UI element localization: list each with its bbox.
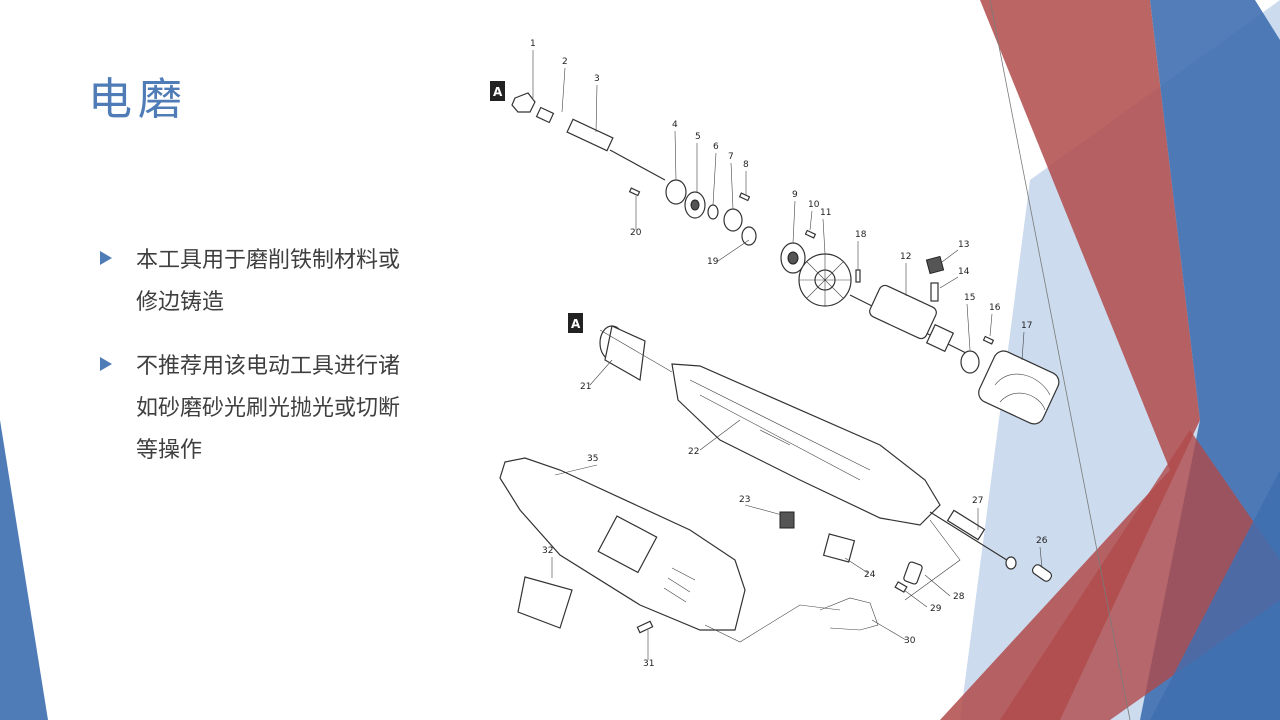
collet-part: [535, 106, 555, 124]
triangle-bullet-icon: [100, 357, 112, 371]
part-number: 3: [594, 74, 600, 84]
right-lower-blue-band: [1150, 470, 1280, 720]
bearing-part: [684, 191, 706, 219]
part-number-labels: 1 2 3 4 5 6 7 8 9 10 11 12 13 14 15 16 1…: [530, 39, 1048, 669]
part-number: 30: [904, 636, 916, 646]
armature-part: [849, 284, 971, 356]
part-number: 14: [958, 267, 970, 277]
slide-title: 电磨: [88, 74, 188, 125]
part-number: 17: [1021, 321, 1032, 331]
part-number: 11: [820, 208, 831, 218]
bracket-part: [903, 561, 923, 585]
part-number: 2: [562, 57, 568, 67]
part-number: 6: [713, 142, 719, 152]
part-number: 35: [587, 454, 598, 464]
bearing-part: [960, 350, 980, 374]
part-number: 20: [630, 228, 642, 238]
spindle-part: [566, 118, 666, 181]
part-number: 28: [953, 592, 965, 602]
spring-part: [930, 282, 939, 302]
sleeve-part: [1031, 564, 1053, 582]
field-part: [978, 350, 1060, 425]
label-plate-part: [517, 576, 573, 629]
section-marker-box: [490, 81, 505, 101]
bearing-part: [723, 208, 743, 232]
part-number: 12: [900, 252, 911, 262]
screw-part: [636, 620, 654, 634]
pin-part: [738, 192, 751, 202]
part-number: 29: [930, 604, 942, 614]
bullet-text: 本工具用于磨削铁制材料或修边铸造: [136, 248, 401, 315]
part-number: 31: [643, 659, 654, 669]
sleeve-part: [741, 226, 757, 246]
part-number: 13: [958, 240, 969, 250]
part-number: 21: [580, 382, 591, 392]
left-blue-band: [0, 420, 48, 720]
pin-part: [628, 187, 641, 197]
part-number: 19: [707, 257, 719, 267]
part-number: 15: [964, 293, 975, 303]
bullet-item: 本工具用于磨削铁制材料或修边铸造: [100, 240, 420, 324]
part-number: 9: [792, 190, 798, 200]
bit-part: [929, 509, 1017, 570]
part-number: 10: [808, 200, 820, 210]
section-marker-label: A: [493, 85, 503, 99]
part-number: 27: [972, 496, 983, 506]
housing-part: [499, 457, 746, 631]
ring-part: [707, 204, 719, 220]
triangle-bullet-icon: [100, 251, 112, 265]
part-number: 18: [855, 230, 867, 240]
part-number: 22: [688, 447, 699, 457]
part-number: 8: [743, 160, 749, 170]
washer-part: [665, 179, 687, 205]
fan-part: [798, 253, 852, 307]
part-number: 32: [542, 546, 553, 556]
part-number: 4: [672, 120, 678, 130]
switch-part: [779, 511, 795, 529]
decor-line: [989, 0, 1131, 720]
carbon-brush-part: [925, 255, 945, 275]
part-number: 16: [989, 303, 1001, 313]
part-number: 24: [864, 570, 876, 580]
wire-part: [819, 597, 879, 631]
part-number: 26: [1036, 536, 1048, 546]
switch-base-part: [822, 533, 856, 563]
grinder-exploded-diagram: A A: [490, 39, 1060, 669]
housing-half-part: [671, 363, 941, 526]
part-number: 1: [530, 39, 536, 49]
section-marker-box: [568, 313, 583, 333]
section-marker-label: A: [571, 317, 581, 331]
part-number: 7: [728, 152, 734, 162]
front-cover-part: [599, 325, 646, 381]
part-number: 5: [695, 132, 701, 142]
bullet-list: 本工具用于磨削铁制材料或修边铸造 不推荐用该电动工具进行诸如砂磨砂光刷光抛光或切…: [100, 240, 420, 494]
pin-part: [855, 269, 861, 283]
part-number: 23: [739, 495, 750, 505]
bullet-text: 不推荐用该电动工具进行诸如砂磨砂光刷光抛光或切断等操作: [136, 354, 401, 463]
collet-nut-part: [511, 92, 536, 113]
screw-part: [894, 581, 908, 593]
bullet-item: 不推荐用该电动工具进行诸如砂磨砂光刷光抛光或切断等操作: [100, 346, 420, 472]
pin-part: [982, 335, 995, 345]
pin-part: [804, 229, 817, 239]
